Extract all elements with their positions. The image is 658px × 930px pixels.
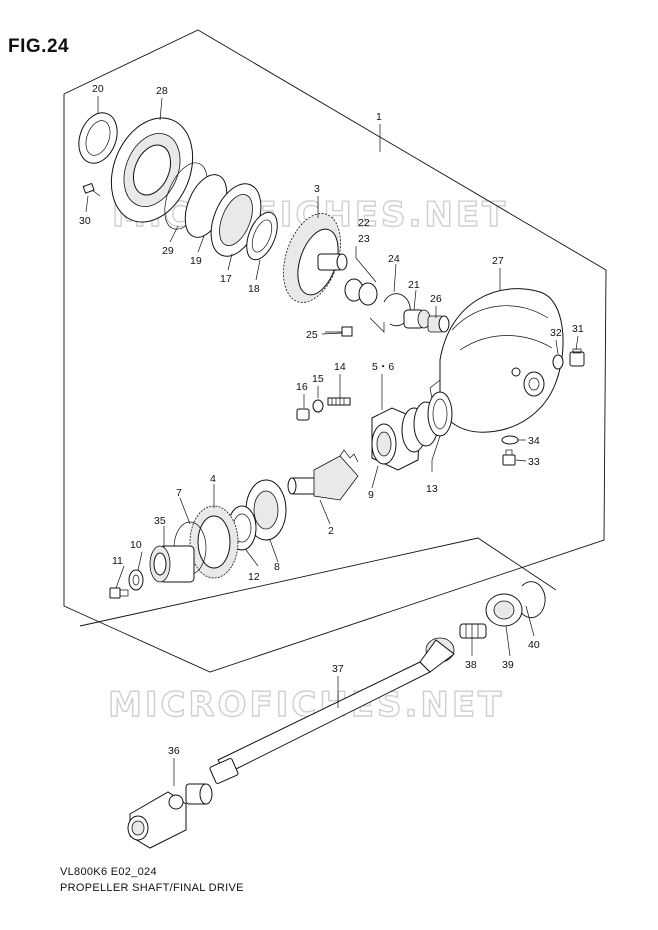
nut-16 — [296, 408, 310, 421]
callout-29: 29 — [162, 245, 174, 257]
callout-28: 28 — [156, 85, 168, 97]
callout-13: 13 — [426, 483, 438, 495]
callout-18: 18 — [248, 283, 260, 295]
callout-27: 27 — [492, 255, 504, 267]
callout-5-6: 5・6 — [372, 361, 394, 373]
callout-14: 14 — [334, 361, 346, 373]
callout-21: 21 — [408, 279, 420, 291]
figure-title: FIG.24 — [8, 36, 70, 57]
callout-numbers: 20 28 1 3 30 29 19 17 18 22 23 24 21 26 … — [79, 83, 584, 757]
callout-37: 37 — [332, 663, 344, 675]
assembly-boundary — [63, 29, 607, 673]
callout-4: 4 — [210, 473, 216, 485]
diagram-caption: PROPELLER SHAFT/FINAL DRIVE — [60, 882, 244, 894]
callout-33: 33 — [528, 456, 540, 468]
callout-20: 20 — [92, 83, 104, 95]
bearing-17 — [210, 183, 262, 257]
final-gear-case-27 — [429, 288, 564, 433]
callout-10: 10 — [130, 539, 142, 551]
circlip-24 — [369, 293, 411, 333]
callout-26: 26 — [430, 293, 442, 305]
shaft-group-boundary — [79, 537, 557, 627]
bolt-25 — [325, 326, 353, 337]
spring-38 — [459, 623, 487, 639]
bolt-33 — [502, 449, 516, 466]
callout-24: 24 — [388, 253, 400, 265]
washer-32 — [552, 354, 564, 370]
propeller-shaft-37 — [209, 637, 455, 784]
ring-gear-3 — [283, 213, 348, 303]
bolt-30 — [82, 182, 101, 197]
callout-23: 23 — [358, 233, 370, 245]
bearing-26 — [427, 315, 450, 333]
bearing-case-28 — [110, 117, 194, 223]
callout-7: 7 — [176, 487, 182, 499]
shim-22-23 — [344, 278, 378, 306]
callout-11: 11 — [112, 555, 123, 567]
callout-40: 40 — [528, 639, 540, 651]
output-coupling-35 — [149, 545, 195, 583]
o-ring-13 — [427, 391, 453, 437]
callout-35: 35 — [154, 515, 166, 527]
universal-joint-36 — [127, 783, 213, 849]
callout-19: 19 — [190, 255, 202, 267]
model-code: VL800K6 E02_024 — [60, 866, 157, 878]
callout-17: 17 — [220, 273, 232, 285]
callout-25: 25 — [306, 329, 318, 341]
callout-12: 12 — [248, 571, 260, 583]
bolt-11 — [109, 587, 129, 599]
callout-16: 16 — [296, 381, 308, 393]
callout-3: 3 — [314, 183, 320, 195]
plug-31 — [569, 348, 585, 367]
stud-14 — [327, 397, 351, 406]
shim-18 — [246, 211, 278, 261]
washer-15 — [312, 399, 324, 413]
oil-seal-20 — [78, 112, 118, 164]
washer-10 — [128, 569, 144, 591]
callout-22: 22 — [358, 217, 370, 229]
leader-lines — [85, 96, 579, 786]
circlip-40 — [517, 581, 546, 619]
callout-38: 38 — [465, 659, 477, 671]
callout-30: 30 — [79, 215, 91, 227]
washer-34 — [501, 435, 519, 445]
needle-bearing-21 — [403, 309, 431, 329]
callout-34: 34 — [528, 435, 540, 447]
callout-2: 2 — [328, 525, 334, 537]
cam-dog-4 — [189, 505, 239, 579]
callout-39: 39 — [502, 659, 514, 671]
drive-pinion-2 — [287, 449, 359, 501]
callout-31: 31 — [572, 323, 584, 335]
callout-1: 1 — [376, 111, 382, 123]
callout-32: 32 — [550, 327, 562, 339]
callout-8: 8 — [274, 561, 280, 573]
callout-15: 15 — [312, 373, 324, 385]
callout-36: 36 — [168, 745, 180, 757]
boot-39 — [485, 593, 523, 627]
callout-9: 9 — [368, 489, 374, 501]
